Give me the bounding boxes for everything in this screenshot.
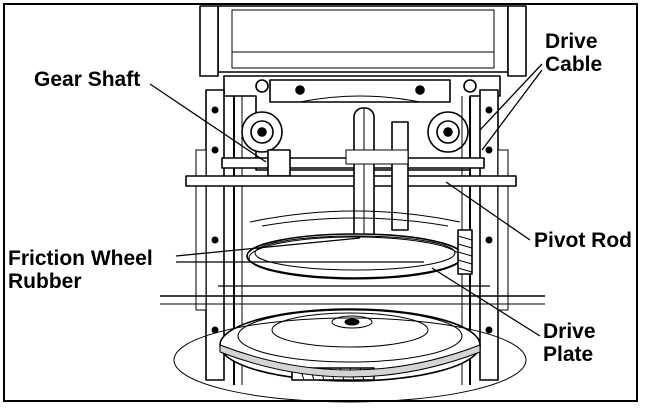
- label-friction-wheel-rubber: Friction Wheel Rubber: [6, 247, 155, 293]
- leader-drive-cable-1: [479, 63, 543, 131]
- label-drive-plate-line2: Plate: [543, 343, 594, 366]
- label-gear-shaft: Gear Shaft: [32, 68, 143, 91]
- label-pivot-rod-text: Pivot Rod: [534, 229, 632, 252]
- label-drive-cable: Drive Cable: [543, 30, 605, 76]
- label-friction-wheel-line1: Friction Wheel: [8, 247, 153, 270]
- label-drive-cable-line2: Cable: [545, 53, 603, 76]
- leader-lines: [149, 63, 543, 337]
- label-pivot-rod: Pivot Rod: [532, 229, 634, 252]
- label-gear-shaft-text: Gear Shaft: [34, 68, 141, 91]
- leader-pivot-rod: [445, 181, 531, 241]
- leader-drive-cable-2: [481, 69, 543, 151]
- figure-border: [3, 3, 638, 402]
- leader-friction-wheel: [175, 237, 361, 257]
- leader-drive-plate: [431, 267, 541, 337]
- label-friction-wheel-line2: Rubber: [8, 270, 82, 293]
- label-drive-plate-line1: Drive: [543, 320, 596, 343]
- pivot-rod: [185, 175, 517, 187]
- label-drive-plate: Drive Plate: [541, 320, 598, 366]
- label-drive-cable-line1: Drive: [545, 30, 598, 53]
- leader-gear-shaft: [149, 83, 267, 163]
